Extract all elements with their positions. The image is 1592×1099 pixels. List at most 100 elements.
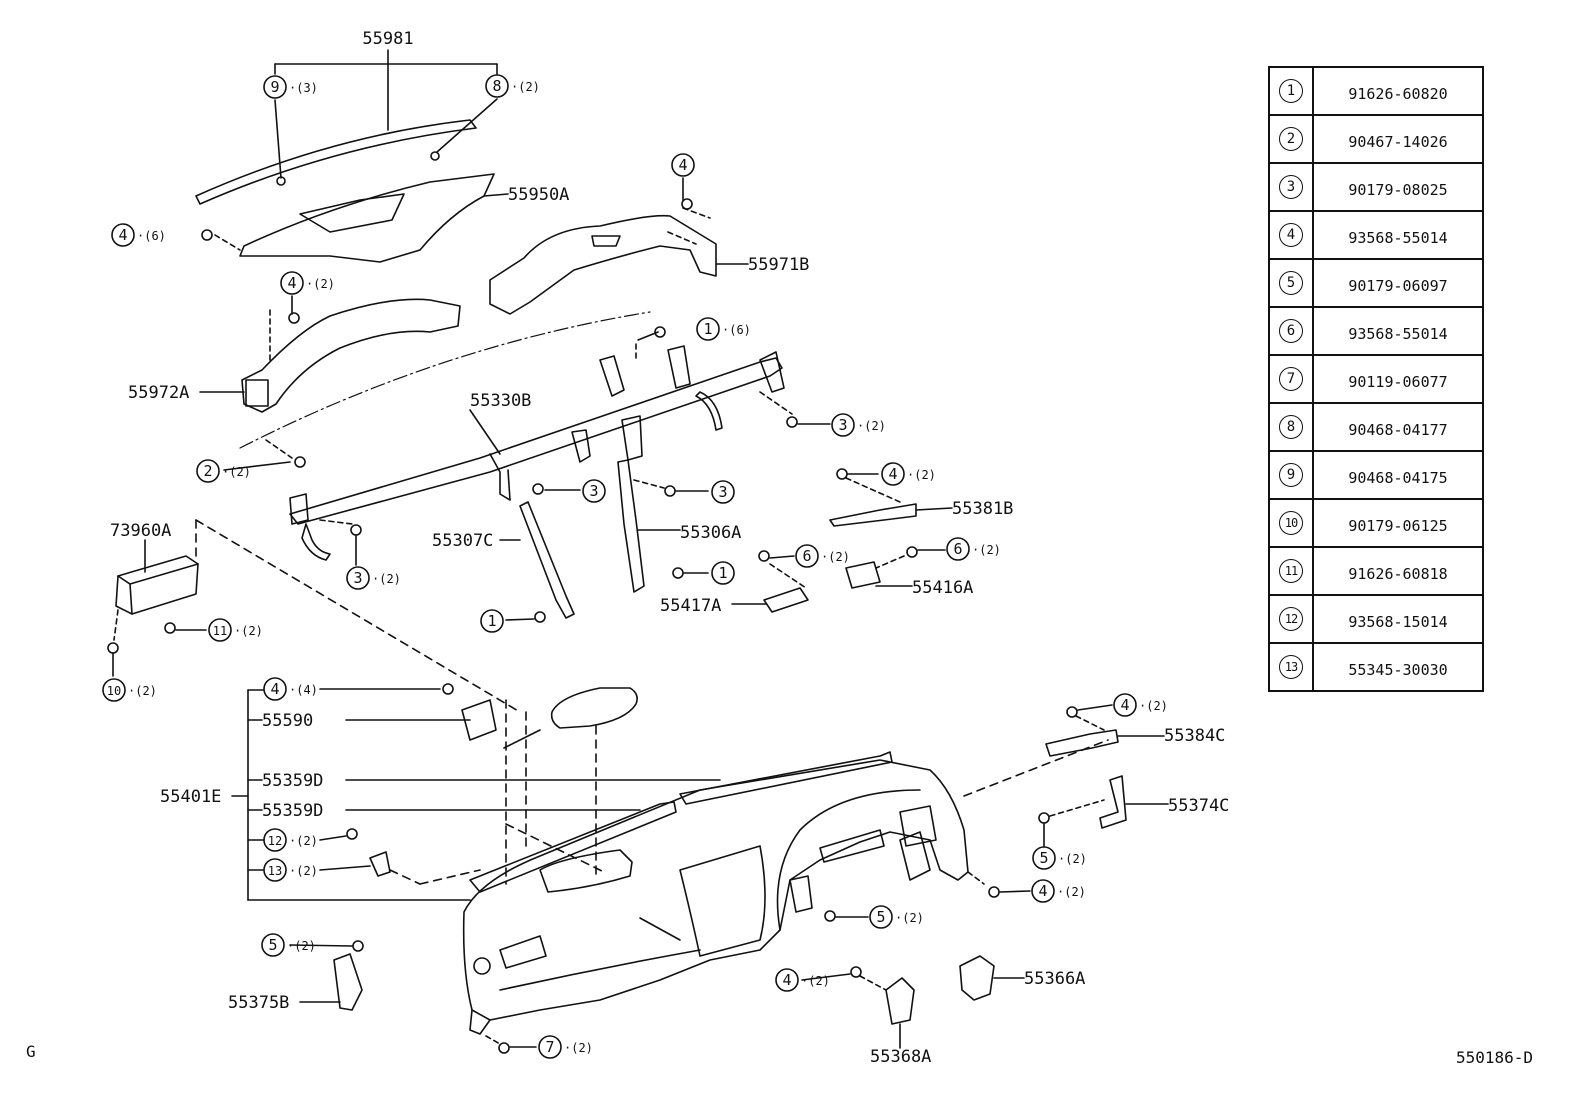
bracket-55374C [988,775,1169,898]
callout-label: 55972A [128,383,189,403]
marker-quantity: ·(2) [564,1041,593,1055]
marker-number: 2 [203,462,212,480]
ref-number: 12 [1279,607,1303,631]
marker-circle [775,968,799,992]
marker-quantity: ·(2) [234,624,263,638]
marker-quantity: ·(3) [289,81,318,95]
reference-marker: 3 [711,480,735,504]
marker-quantity: ·(2) [1057,885,1086,899]
marker-circle [795,544,819,568]
marker-number: 4 [1120,696,1129,714]
ref-number: 9 [1279,463,1303,487]
marker-number: 1 [718,564,727,582]
reference-marker: 4 ·(6) [111,223,166,247]
ref-number-cell: 13 [1268,642,1314,692]
callout-label: 55590 [262,711,313,731]
callout-label: 73960A [110,521,171,541]
marker-quantity: ·(2) [289,834,318,848]
part-number: 90467-14026 [1312,114,1484,164]
part-number: 93568-55014 [1312,306,1484,356]
reference-marker: 3·(2) [346,566,401,590]
marker-number: 4 [270,680,279,698]
instrument-panel [462,739,1109,1035]
marker-quantity: ·(6) [137,229,166,243]
marker-quantity: ·(2) [907,468,936,482]
callout-label: 55374C [1168,796,1229,816]
marker-number: 10 [107,684,121,698]
bracket-55417A [731,550,809,613]
duct-55971B [489,177,749,315]
ref-number-cell: 4 [1268,210,1314,260]
marker-quantity: ·(6) [722,323,751,337]
marker-quantity: ·(2) [222,465,251,479]
marker-number: 4 [118,226,127,244]
marker-number: 4 [888,465,897,483]
marker-quantity: ·(2) [857,419,886,433]
reference-marker: 4·(2) [775,968,830,992]
bracket-55366A [959,955,1025,1001]
marker-circle [881,462,905,486]
reference-marker: 3 [582,479,606,503]
bracket-55375B [289,940,537,1054]
callout-label: 55981 [362,29,413,49]
marker-circle [263,75,287,99]
ref-number: 3 [1279,175,1303,199]
marker-circle [111,223,135,247]
ref-number-cell: 10 [1268,498,1314,548]
part-number: 91626-60818 [1312,546,1484,596]
marker-quantity: ·(2) [287,939,316,953]
marker-quantity: ·(2) [801,974,830,988]
ref-number: 1 [1279,79,1303,103]
ref-number: 6 [1279,319,1303,343]
marker-circle [696,317,720,341]
ref-number: 10 [1279,511,1303,535]
marker-quantity: ·(2) [128,684,157,698]
callout-label: 55417A [660,596,721,616]
part-number: 90179-06125 [1312,498,1484,548]
ref-number-cell: 5 [1268,258,1314,308]
callout-label: 55359D [262,801,323,821]
airbag-73960A [107,519,521,713]
part-number: 90119-06077 [1312,354,1484,404]
marker-circle [280,271,304,295]
marker-circle [671,153,695,177]
marker-number: 3 [353,569,362,587]
reference-marker: 10 ·(2) [102,678,157,702]
table-row: 12 93568-15014 [1268,594,1484,644]
marker-quantity: ·(2) [821,550,850,564]
marker-circle [1032,846,1056,870]
marker-number: 6 [802,547,811,565]
reference-marker: 5·(2) [869,905,924,929]
bracket-55381B [829,468,953,527]
marker-circle [263,828,287,852]
marker-circle [582,479,606,503]
bracket-tree-55401E [231,683,721,901]
marker-circle [346,566,370,590]
marker-circle [196,459,220,483]
marker-circle [261,933,285,957]
marker-number: 3 [838,416,847,434]
part-number: 90468-04175 [1312,450,1484,500]
reference-marker: 9·(3) [263,75,318,99]
marker-circle [1113,693,1137,717]
part-number: 93568-15014 [1312,594,1484,644]
marker-circle [208,618,232,642]
marker-number: 5 [268,936,277,954]
marker-number: 1 [487,612,496,630]
marker-circle [869,905,893,929]
marker-circle [946,537,970,561]
corner-label: G [26,1042,36,1061]
marker-quantity: ·(2) [1139,699,1168,713]
marker-number: 5 [876,908,885,926]
clip-icon [430,151,440,161]
marker-circle [485,74,509,98]
callout-label: 55381B [952,499,1013,519]
reference-marker: 2 ·(2) [196,459,251,483]
reference-marker: 5 ·(2) [261,933,316,957]
reference-marker: 7·(2) [538,1035,593,1059]
